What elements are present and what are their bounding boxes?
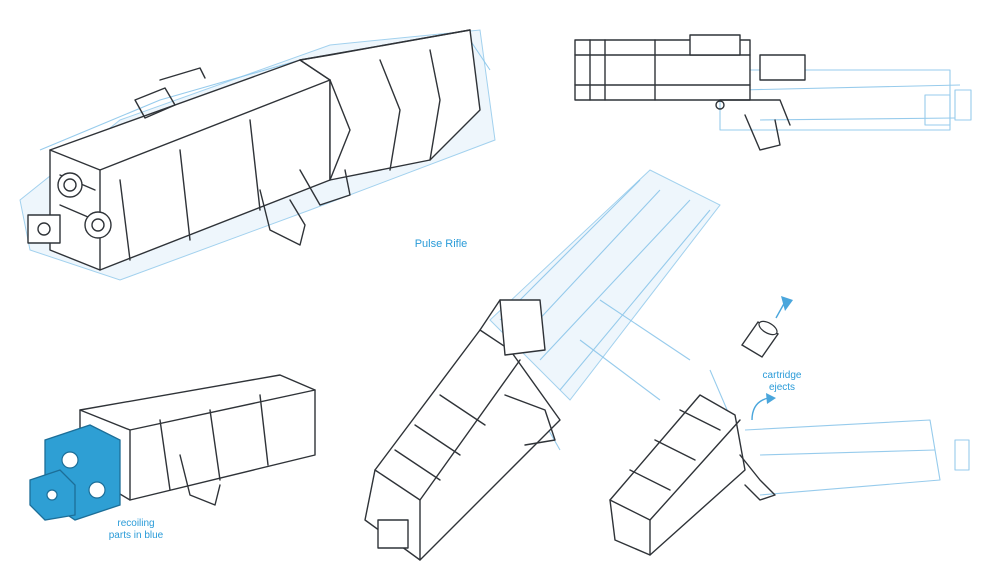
recoil-parts-highlight <box>29 424 121 521</box>
recoil-caption: recoiling parts in blue <box>96 518 176 542</box>
rifle-sketch-side-view <box>574 34 972 151</box>
eject-caption: cartridge ejects <box>752 370 812 394</box>
sheet-title: Pulse Rifle <box>396 238 486 250</box>
rifle-sketch-cartridge-eject <box>609 296 970 556</box>
eject-arrow-up <box>775 296 793 319</box>
ejecting-cartridge <box>740 320 780 358</box>
eject-caption-line-2: ejects <box>768 382 796 393</box>
title-text: Pulse Rifle <box>414 238 468 250</box>
eject-arrow-curved <box>751 393 776 421</box>
rifle-sketch-recoiling-parts <box>29 374 316 521</box>
recoil-caption-line-1: recoiling <box>117 518 155 529</box>
recoil-caption-line-2: parts in blue <box>108 530 164 541</box>
eject-caption-line-1: cartridge <box>762 370 802 381</box>
rifle-sketch-recoil-motion <box>364 169 721 561</box>
rifle-sketch-perspective-large <box>19 29 496 281</box>
